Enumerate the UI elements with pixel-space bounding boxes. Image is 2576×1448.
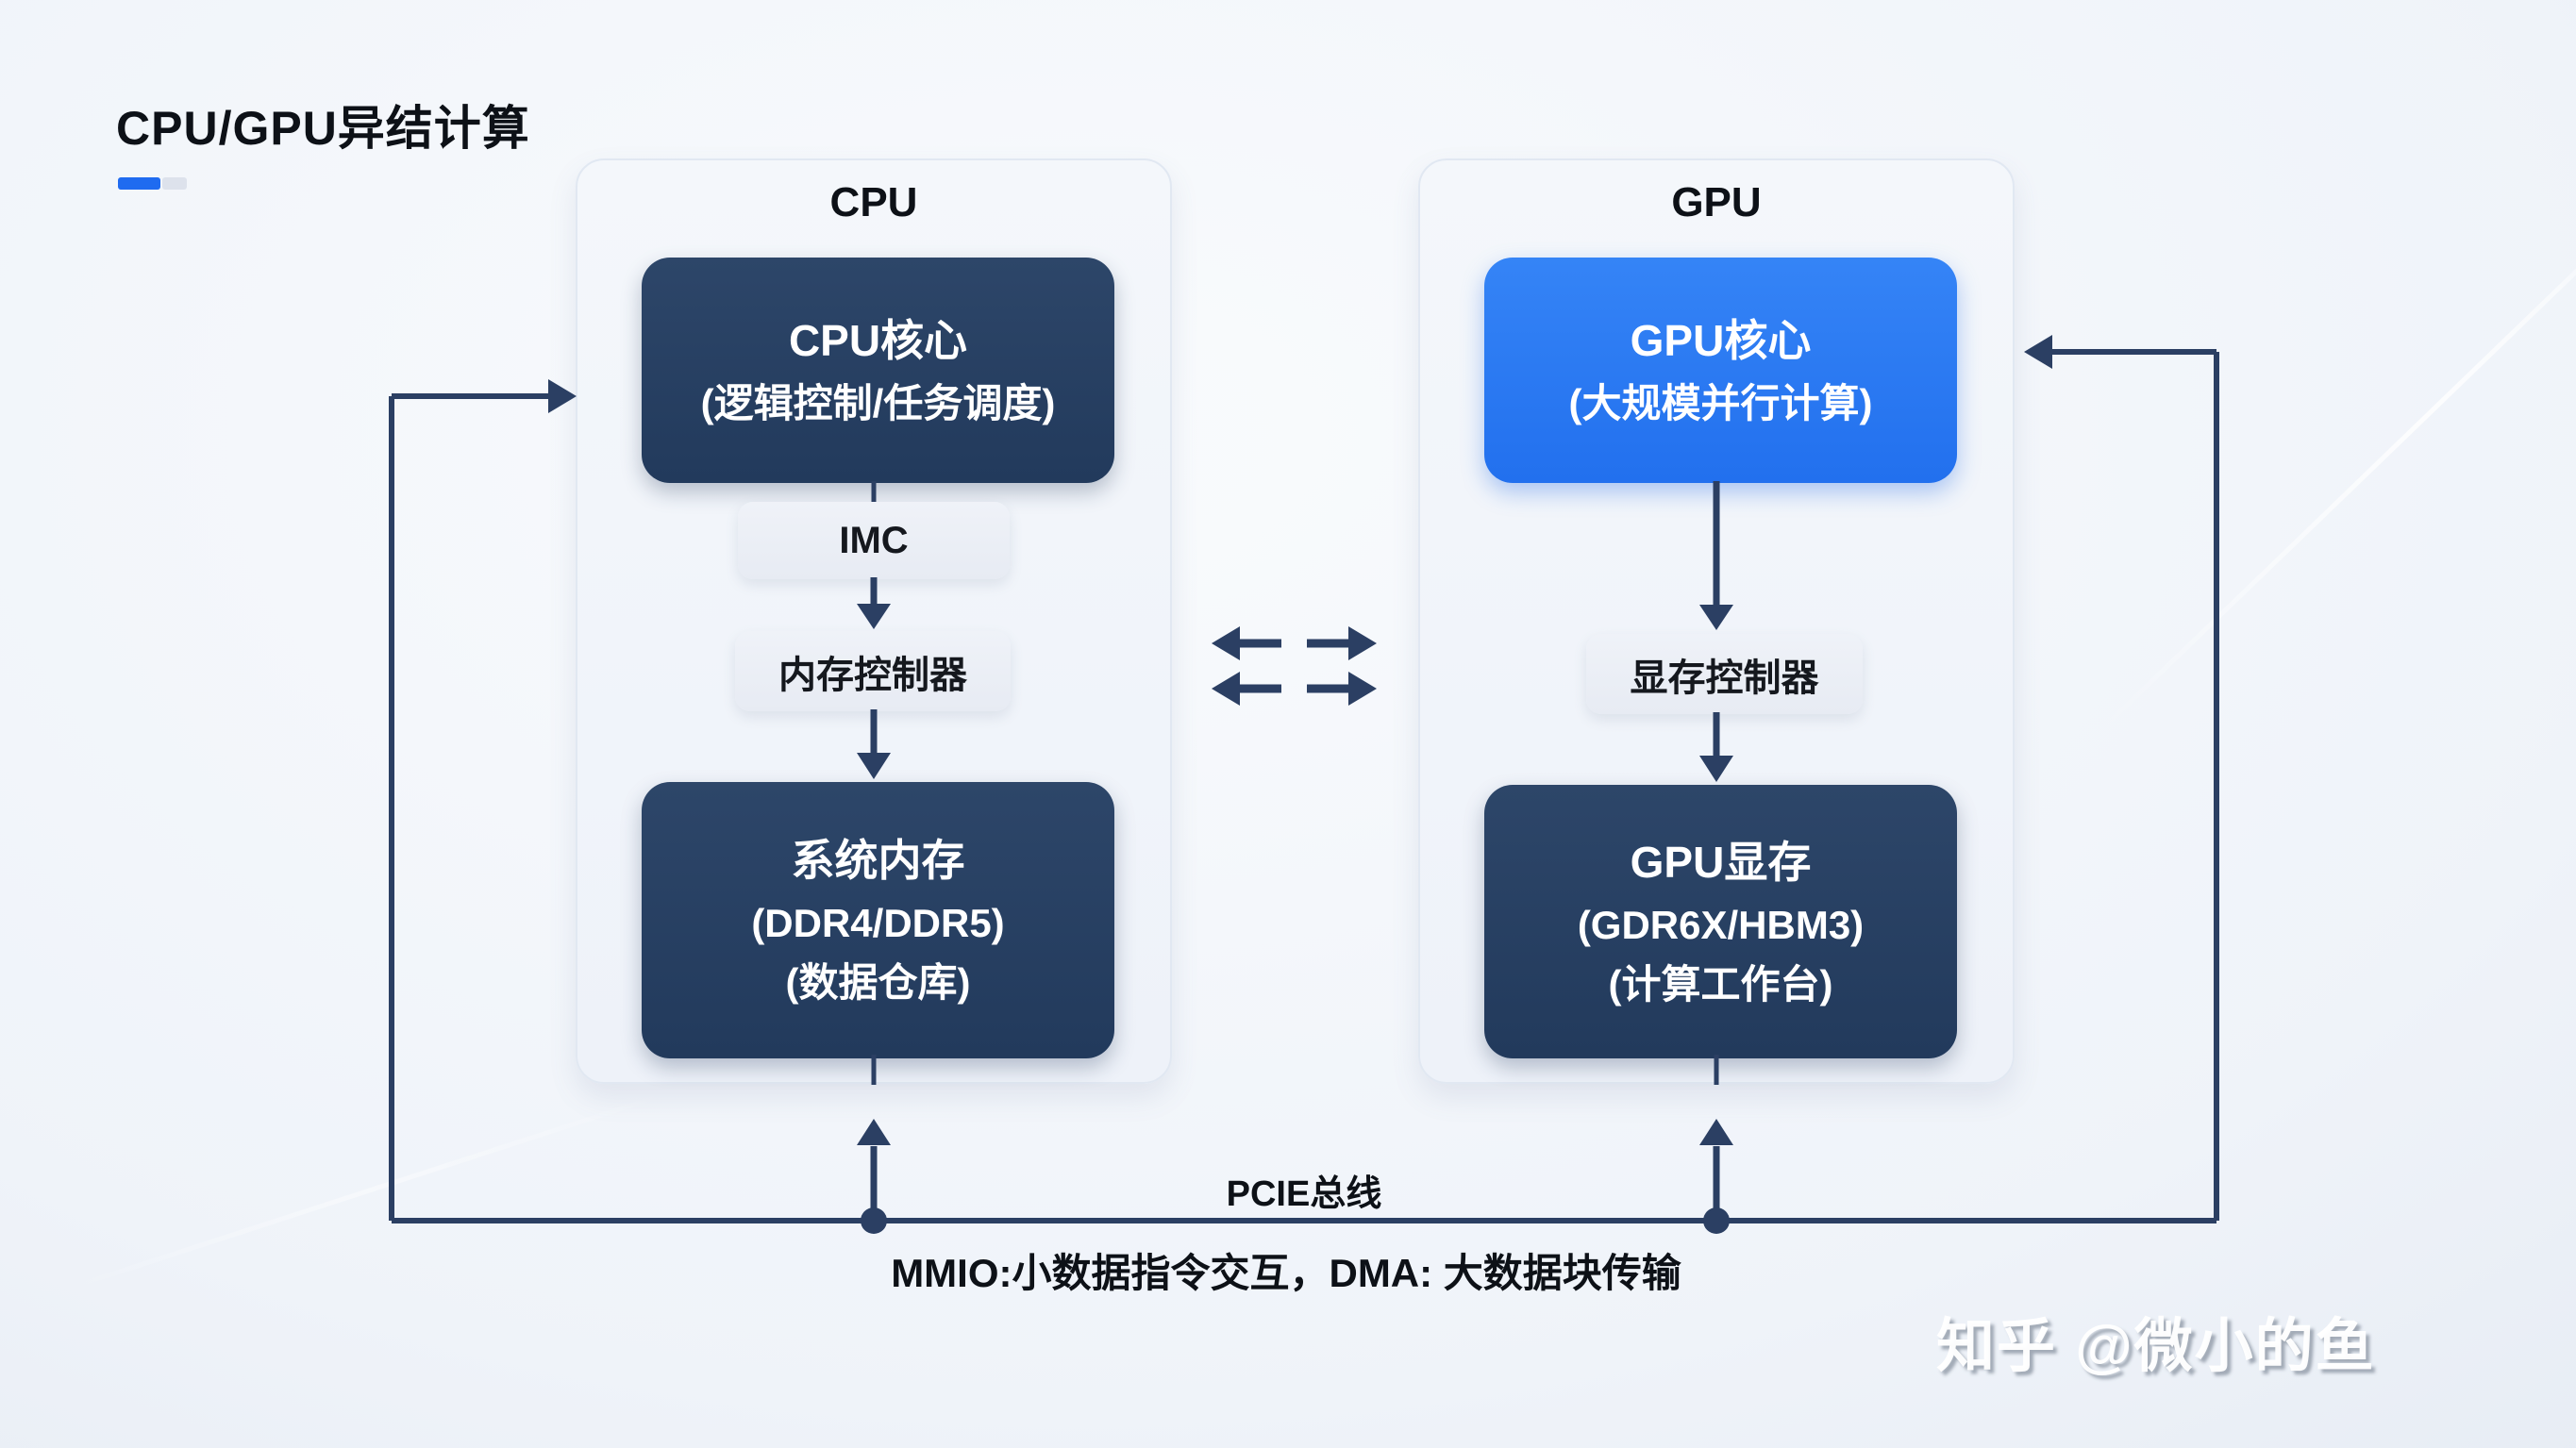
bus-junction-gpu [1703, 1207, 1730, 1234]
memory-controller-box: 内存控制器 [735, 631, 1011, 711]
vram-controller-box: 显存控制器 [1586, 634, 1863, 714]
gpu-core-subtitle: (大规模并行计算) [1568, 380, 1873, 425]
cpu-panel-header: CPU [829, 179, 918, 225]
system-memory-role: (数据仓库) [785, 960, 971, 1005]
gpu-memory-title: GPU显存 [1630, 837, 1812, 887]
system-memory-title: 系统内存 [791, 836, 965, 885]
system-memory-box: 系统内存 (DDR4/DDR5) (数据仓库) [642, 782, 1114, 1058]
cpu-panel: CPU CPU核心 (逻辑控制/任务调度) IMC 内存控制器 系统内存 (DD… [576, 158, 1172, 1084]
arrow-bus-up-to-gpu [1699, 1119, 1733, 1221]
decor-diagonal-top-right [2090, 94, 2576, 741]
arrow-interconnect-left-top [1212, 626, 1281, 660]
gpu-memory-role: (计算工作台) [1608, 961, 1833, 1007]
page-title: CPU/GPU异结计算 [116, 102, 530, 155]
system-memory-type: (DDR4/DDR5) [751, 901, 1005, 945]
imc-box: IMC [738, 502, 1010, 579]
cpu-core-subtitle: (逻辑控制/任务调度) [700, 380, 1056, 425]
gpu-panel: GPU GPU核心 (大规模并行计算) 显存控制器 GPU显存 (GDR6X/H… [1418, 158, 2015, 1084]
arrow-interconnect-right-bottom [1307, 672, 1377, 706]
decor-diagonal-bottom-left [53, 1086, 683, 1296]
arrow-interconnect-right-top [1307, 626, 1377, 660]
imc-label: IMC [839, 519, 909, 561]
bus-junction-cpu [861, 1207, 887, 1234]
arrow-bus-up-to-cpu [857, 1119, 891, 1221]
bus-note: MMIO:小数据指令交互，DMA: 大数据块传输 [891, 1251, 1681, 1295]
bus-loop-to-cpu-core [389, 379, 577, 1221]
arrow-interconnect-left-bottom [1212, 672, 1281, 706]
title-underline-accent [118, 177, 160, 190]
gpu-core-box: GPU核心 (大规模并行计算) [1484, 258, 1957, 483]
bus-loop-to-gpu-core [2024, 335, 2219, 1221]
title-underline-gray [162, 177, 187, 190]
watermark: 知乎 @微小的鱼 [1936, 1314, 2376, 1379]
memory-controller-label: 内存控制器 [778, 654, 967, 696]
pcie-bus-label: PCIE总线 [1226, 1174, 1382, 1214]
cpu-core-box: CPU核心 (逻辑控制/任务调度) [642, 258, 1114, 483]
gpu-panel-header: GPU [1671, 179, 1762, 225]
cpu-core-title: CPU核心 [788, 315, 968, 365]
gpu-memory-box: GPU显存 (GDR6X/HBM3) (计算工作台) [1484, 785, 1957, 1058]
gpu-core-title: GPU核心 [1630, 315, 1812, 365]
gpu-memory-type: (GDR6X/HBM3) [1577, 902, 1865, 947]
vram-controller-label: 显存控制器 [1630, 657, 1819, 699]
